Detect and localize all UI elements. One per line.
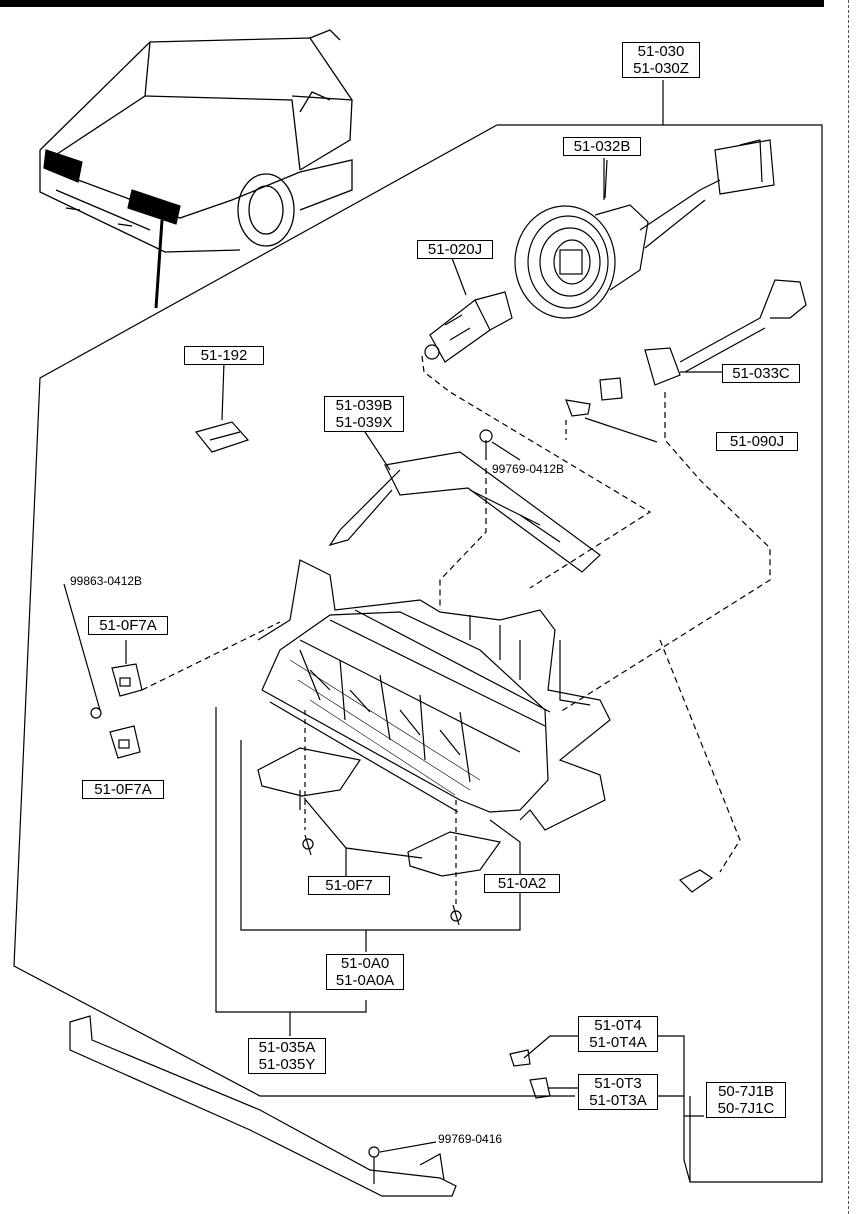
label-socket: 51-032B: [563, 137, 641, 156]
assembly-outline: [13, 124, 823, 1183]
label-clip-t4-2: 51-0T4A: [589, 1034, 647, 1051]
headlamp-housing-drawing: [257, 559, 611, 831]
screw-right: [678, 869, 714, 893]
page-edge: [848, 0, 855, 1214]
clip-t3-drawing: [529, 1077, 551, 1099]
clip-192-drawing: [194, 361, 250, 453]
label-bracket-039-2: 51-039X: [335, 414, 393, 431]
small-bulb-drawing: [565, 399, 658, 443]
bulb-drawing: [424, 257, 513, 363]
label-lens-assy-1: 51-035A: [258, 1039, 316, 1056]
bulb-dashed-path: [421, 355, 652, 589]
label-clip-t3-1: 51-0T3: [594, 1075, 642, 1092]
label-assy-main: 51-030 51-030Z: [622, 42, 700, 78]
bracket-039-drawing: [328, 431, 601, 573]
screw-bottom: [368, 1146, 380, 1158]
screw-upper-dashed: [439, 468, 487, 610]
clip-t4-drawing: [509, 1049, 531, 1067]
label-bracket-039: 51-039B 51-039X: [324, 396, 404, 432]
label-screw-upper: 99769-0412B: [492, 462, 565, 476]
clip-f7a-lower-drawing: [109, 725, 141, 759]
bracket-f7-drawing: [257, 747, 502, 877]
label-bracket-a2: 51-0A2: [484, 874, 560, 893]
label-headlamp: 51-0A0 51-0A0A: [326, 954, 404, 990]
label-assy-main-1: 51-030: [637, 43, 685, 60]
label-assy-main-2: 51-030Z: [633, 60, 689, 77]
label-clip-t4-1: 51-0T4: [594, 1017, 642, 1034]
top-border-bar: [0, 0, 824, 7]
label-screw-left: 99863-0412B: [70, 574, 143, 588]
leaders-t-to-j1: [658, 1035, 704, 1183]
label-clip-f7a-lower: 51-0F7A: [82, 780, 164, 799]
car-headlamp-left: [43, 149, 83, 183]
label-screw-bottom: 99769-0416: [438, 1132, 503, 1146]
screw-a2: [450, 910, 462, 922]
leaders-035-bracket: [215, 707, 367, 1036]
side-socket-dashed-path: [559, 392, 771, 713]
label-headlamp-1: 51-0A0: [340, 955, 390, 972]
molding-drawing: [69, 1015, 457, 1197]
label-lens-assy: 51-035A 51-035Y: [248, 1038, 326, 1074]
label-side-bulb: 51-090J: [716, 432, 798, 451]
leaders-a2: [489, 819, 521, 874]
label-socket-side: 51-033C: [722, 364, 800, 383]
socket-drawing: [514, 139, 775, 319]
car-headlamp-right: [127, 189, 181, 225]
f7-dashed: [304, 710, 457, 905]
side-socket-drawing: [599, 279, 807, 401]
label-clip-t4: 51-0T4 51-0T4A: [578, 1016, 658, 1052]
label-molding: 50-7J1B 50-7J1C: [706, 1082, 786, 1118]
label-lens-assy-2: 51-035Y: [258, 1056, 316, 1073]
label-headlamp-2: 51-0A0A: [335, 972, 395, 989]
label-clip-t3-2: 51-0T3A: [589, 1092, 647, 1109]
car-leader-line: [154, 219, 164, 309]
leaders-a0-bracket: [240, 740, 521, 952]
leaders-f7: [303, 797, 423, 878]
leader-screw-left: [63, 583, 101, 711]
car-body-drawing: [39, 29, 353, 253]
label-bracket-f7: 51-0F7: [308, 876, 390, 895]
housing-hatch: [289, 659, 481, 796]
label-clip-192: 51-192: [184, 346, 264, 365]
label-bulb: 51-020J: [417, 240, 493, 259]
label-molding-2: 50-7J1C: [717, 1100, 775, 1117]
label-clip-t3: 51-0T3 51-0T3A: [578, 1074, 658, 1110]
label-bracket-039-1: 51-039B: [335, 397, 393, 414]
clip-f7a-upper-drawing: [111, 663, 143, 697]
screw-f7: [302, 838, 314, 850]
label-molding-1: 50-7J1B: [718, 1083, 774, 1100]
label-clip-f7a-upper: 51-0F7A: [88, 616, 168, 635]
dashed-f7a: [141, 621, 281, 691]
